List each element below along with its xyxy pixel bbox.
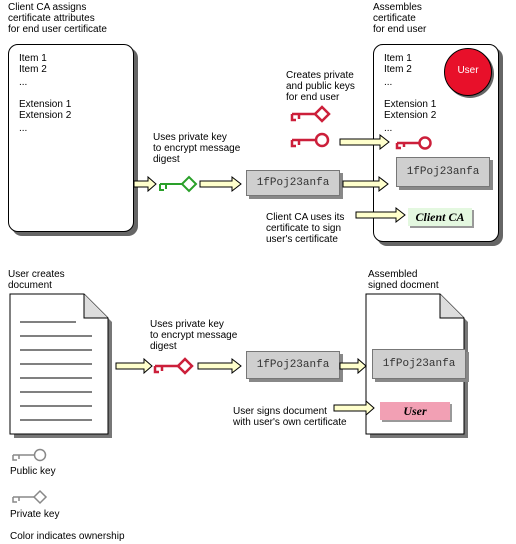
user-badge: User — [444, 48, 492, 96]
legend-private-key-icon — [12, 489, 48, 505]
caption-encrypt-digest-bottom: Uses private key to encrypt message dige… — [150, 319, 238, 352]
message-digest-box-bottom: 1fPoj23anfa — [246, 351, 340, 379]
client-ca-private-key-icon — [159, 175, 198, 193]
caption-ca-signs: Client CA uses its certificate to sign u… — [266, 212, 345, 245]
message-digest-box: 1fPoj23anfa — [246, 170, 340, 196]
user-public-key-icon — [290, 132, 330, 148]
arrow — [115, 133, 406, 417]
cert-item: ... — [19, 123, 28, 134]
user-signature: User — [380, 402, 450, 420]
user-badge-label: User — [457, 65, 479, 76]
legend-public-key-label: Public key — [10, 466, 56, 477]
cert-item: ... — [19, 77, 28, 88]
signed-document-digest-box: 1fPoj23anfa — [372, 349, 466, 379]
cert-public-key-icon — [395, 136, 432, 150]
cert-item: ... — [384, 123, 393, 134]
cert-item: Item 1 — [384, 53, 412, 64]
legend-public-key-icon — [12, 448, 47, 462]
client-ca-signature: Client CA — [408, 208, 472, 226]
caption-assembled-signed: Assembled signed docment — [368, 269, 439, 291]
caption-encrypt-digest: Uses private key to encrypt message dige… — [153, 132, 241, 165]
caption-user-creates: User creates document — [8, 269, 65, 291]
cert-item: Extension 1 — [384, 99, 437, 110]
cert-item: Item 2 — [19, 64, 47, 75]
caption-create-keys: Creates private and public keys for end … — [286, 70, 355, 103]
document-icon — [9, 293, 112, 438]
cert-item: ... — [384, 77, 393, 88]
cert-item: Extension 2 — [384, 110, 437, 121]
user-private-key-bottom-icon — [153, 357, 194, 375]
certificate-digest-box: 1fPoj23anfa — [396, 157, 490, 187]
caption-assembles-certificate: Assembles certificate for end user — [373, 2, 427, 35]
legend-ownership-note: Color indicates ownership — [10, 531, 125, 542]
cert-item: Extension 2 — [19, 110, 72, 121]
legend-private-key-label: Private key — [10, 509, 60, 520]
certificate-template-card: Item 1 Item 2 ... Extension 1 Extension … — [8, 44, 134, 232]
caption-assign-attributes: Client CA assigns certificate attributes… — [8, 2, 107, 35]
cert-item: Item 1 — [19, 53, 47, 64]
cert-item: Item 2 — [384, 64, 412, 75]
caption-user-signs: User signs document with user's own cert… — [233, 406, 347, 428]
cert-item: Extension 1 — [19, 99, 72, 110]
user-private-key-icon — [290, 105, 331, 123]
